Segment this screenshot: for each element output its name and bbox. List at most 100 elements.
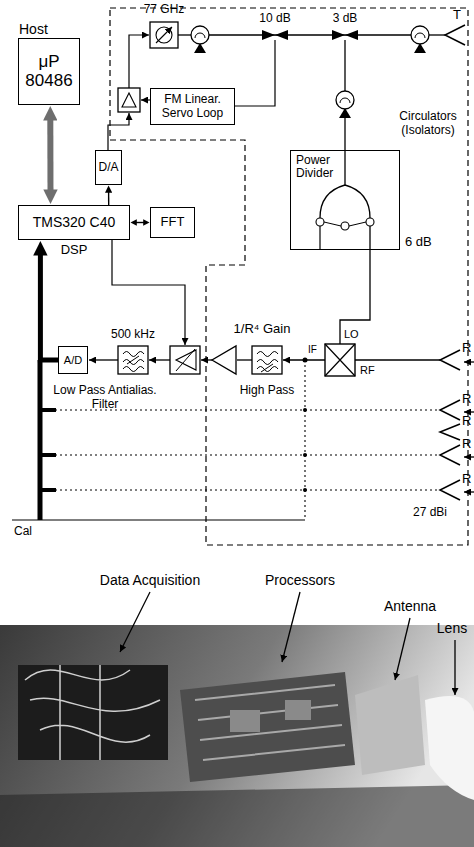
- photo-lens: [425, 696, 474, 800]
- divider-symbol: [349, 222, 366, 226]
- coupler-label: 3 dB: [333, 12, 358, 26]
- wire: [235, 40, 275, 106]
- photo-processor-boards: [195, 685, 345, 760]
- converter-box: A/D: [58, 346, 88, 374]
- divider-symbol: [320, 185, 370, 218]
- data-bus: [40, 408, 56, 412]
- box-content: D/A: [96, 151, 121, 184]
- leader-arrow: [282, 592, 300, 662]
- coupler-symbol: [262, 30, 288, 40]
- wire: [141, 99, 150, 100]
- wire: [344, 109, 345, 185]
- box-note: DSP: [61, 243, 88, 257]
- channel-line: [40, 489, 440, 490]
- antenna-symbol: [445, 25, 465, 45]
- vco-symbol: [150, 22, 178, 48]
- frequency-label: 77 GHz: [144, 3, 185, 17]
- host-box: μP 80486Host: [18, 38, 80, 105]
- mixer-symbol: [325, 344, 355, 376]
- photo-label: Lens: [437, 620, 467, 636]
- junction-dot: [303, 488, 307, 492]
- circulator-symbol: [340, 98, 350, 103]
- port-label: R: [462, 437, 471, 452]
- port-symbol: [316, 218, 324, 226]
- highpass-filter-symbol: [261, 364, 273, 372]
- calibration-line: [304, 360, 305, 520]
- circulator-symbol: [195, 33, 205, 38]
- box-title: FM Linear. Servo Loop: [151, 93, 234, 119]
- antenna-symbol: [440, 400, 460, 420]
- power-divider-box: Power Divider6 dB: [290, 150, 400, 250]
- dsp-box: TMS320 C40DSP: [18, 205, 130, 240]
- wire: [89, 359, 118, 360]
- photo-chip: [285, 700, 311, 720]
- box-content: FM Linear. Servo Loop: [151, 89, 234, 124]
- part-label: High Pass: [240, 384, 295, 398]
- wire: [340, 226, 370, 344]
- incoming-wave-arrow: [464, 361, 474, 362]
- wire: [108, 113, 129, 150]
- highpass-filter-symbol: [257, 352, 278, 372]
- wire: [201, 359, 212, 360]
- bus-connector: [40, 251, 58, 360]
- port-label: IF: [308, 344, 317, 356]
- photo-acquisition-rack: [18, 665, 168, 760]
- photo-label: Antenna: [384, 598, 436, 614]
- junction-dot: [303, 408, 307, 412]
- box-title: FFT: [161, 215, 185, 229]
- antenna-symbol: [440, 480, 460, 500]
- circulator-symbol: [411, 26, 429, 44]
- rf-module-outline: [110, 8, 468, 545]
- data-bus: [38, 360, 43, 520]
- port-label: R: [462, 414, 471, 429]
- calibration-line: [12, 519, 305, 520]
- leader-arrow: [454, 640, 455, 695]
- converter-box: D/A: [95, 150, 122, 185]
- box-note: μP 80486: [19, 53, 79, 90]
- photo-chip: [230, 710, 260, 732]
- port-label: R: [462, 341, 471, 356]
- bus-connector: [47, 116, 53, 194]
- incoming-wave-arrow: [464, 491, 474, 492]
- coupler-label: 10 dB: [259, 12, 290, 26]
- box-title: Power Divider: [296, 154, 344, 180]
- signal-label: Cal: [14, 525, 32, 539]
- antenna-symbol: [440, 350, 460, 370]
- data-bus: [40, 488, 56, 492]
- photo-table: [0, 785, 474, 847]
- wire: [149, 359, 170, 360]
- vco-symbol: [156, 27, 172, 43]
- summing-symbol: [122, 93, 136, 107]
- port-symbol: [366, 218, 374, 226]
- photo-label: Processors: [265, 572, 335, 588]
- wire: [355, 359, 440, 360]
- summing-symbol: [118, 88, 140, 112]
- amplifier-symbol: [212, 346, 236, 374]
- divider-symbol: [324, 222, 341, 226]
- data-bus: [40, 453, 56, 457]
- port-label: R: [462, 472, 471, 487]
- wire: [209, 34, 411, 35]
- box-content: FFT: [151, 208, 194, 237]
- port-label: LO: [344, 328, 359, 341]
- box-content: A/D: [59, 347, 87, 373]
- lowpass-filter-symbol: [123, 352, 144, 372]
- box-content: μP 80486: [19, 39, 79, 104]
- junction-dot: [303, 453, 307, 457]
- photo-background: [0, 625, 474, 847]
- circulator-symbol: [191, 26, 209, 44]
- wire: [344, 40, 345, 91]
- highpass-filter-symbol: [252, 346, 282, 374]
- lowpass-filter-symbol: [127, 356, 139, 364]
- mixer-symbol: [325, 344, 355, 376]
- leader-arrow: [120, 592, 150, 652]
- incoming-wave-arrow: [464, 411, 474, 412]
- photo-label: Data Acquisition: [100, 572, 200, 588]
- antenna-symbol: [440, 424, 460, 440]
- variable-gain-symbol: [170, 346, 200, 374]
- incoming-wave-arrow: [464, 456, 474, 457]
- spec-label: 27 dBi: [413, 506, 447, 520]
- port-symbol: [341, 222, 349, 230]
- fft-box: FFT: [150, 207, 195, 238]
